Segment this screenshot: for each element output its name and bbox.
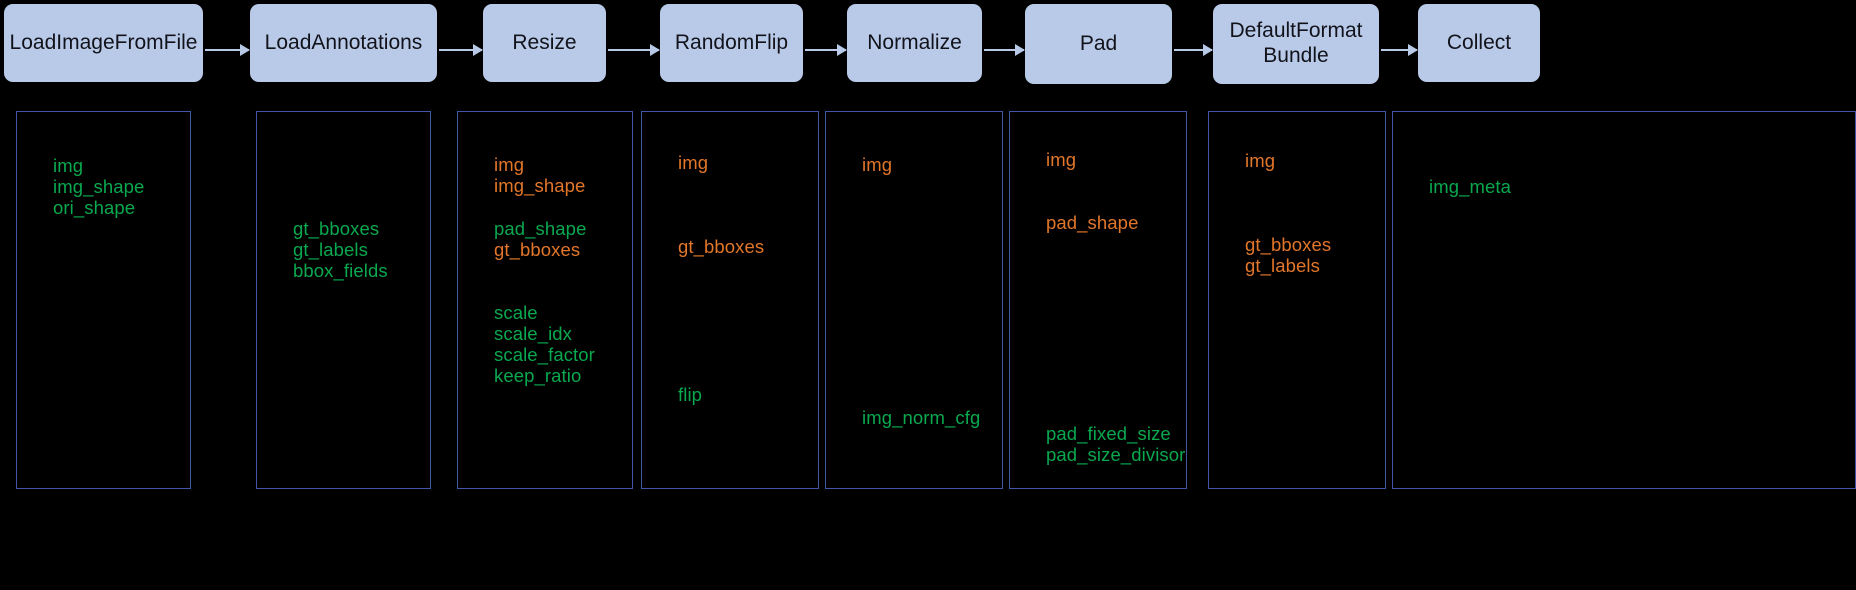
arrow-load-image-from-file-to-load-annotations bbox=[205, 44, 250, 56]
key-item: bbox_fields bbox=[293, 260, 388, 281]
key-item: img bbox=[53, 155, 84, 176]
arrow-pad-to-default-format-bundle bbox=[1174, 44, 1213, 56]
col-normalize: img img_norm_cfg bbox=[825, 111, 1003, 489]
key-item: scale_factor bbox=[494, 344, 595, 365]
stage-box-normalize[interactable]: Normalize bbox=[847, 4, 982, 82]
key-item: img_shape bbox=[53, 176, 145, 197]
key-item: pad_shape bbox=[1046, 212, 1139, 233]
key-item: scale bbox=[494, 302, 538, 323]
stage-box-load-image-from-file[interactable]: LoadImageFromFile bbox=[4, 4, 203, 82]
key-item: gt_bboxes bbox=[293, 218, 380, 239]
key-item: ori_shape bbox=[53, 197, 136, 218]
key-item: gt_labels bbox=[293, 239, 368, 260]
key-item: gt_bboxes bbox=[494, 239, 581, 260]
col-collect: img_meta bbox=[1392, 111, 1856, 489]
key-item: img bbox=[862, 154, 893, 175]
key-item: gt_bboxes bbox=[1245, 234, 1332, 255]
arrow-default-format-bundle-to-collect bbox=[1381, 44, 1418, 56]
stage-box-pad[interactable]: Pad bbox=[1025, 4, 1172, 84]
key-item: keep_ratio bbox=[494, 365, 582, 386]
stage-box-default-format-bundle[interactable]: DefaultFormat Bundle bbox=[1213, 4, 1379, 84]
key-item: img bbox=[678, 152, 709, 173]
stage-row: LoadImageFromFile LoadAnnotations Resize Ra… bbox=[0, 0, 1856, 100]
key-item: pad_fixed_size bbox=[1046, 423, 1171, 444]
stage-label: LoadAnnotations bbox=[264, 30, 423, 54]
key-item: gt_labels bbox=[1245, 255, 1320, 276]
key-item: img_meta bbox=[1429, 176, 1512, 197]
arrow-normalize-to-pad bbox=[984, 44, 1025, 56]
stage-label: Collect bbox=[1446, 30, 1512, 54]
key-item: img bbox=[1245, 150, 1276, 171]
stage-label: Pad bbox=[1079, 31, 1118, 55]
key-item: gt_bboxes bbox=[678, 236, 765, 257]
arrow-random-flip-to-normalize bbox=[805, 44, 847, 56]
key-list: img_meta bbox=[1393, 112, 1855, 488]
stage-box-resize[interactable]: Resize bbox=[483, 4, 606, 82]
key-list: img img_norm_cfg bbox=[826, 112, 1002, 488]
arrow-resize-to-random-flip bbox=[608, 44, 660, 56]
stage-box-random-flip[interactable]: RandomFlip bbox=[660, 4, 803, 82]
stage-box-collect[interactable]: Collect bbox=[1418, 4, 1540, 82]
key-item: pad_shape bbox=[494, 218, 587, 239]
key-item: scale_idx bbox=[494, 323, 573, 344]
stage-label: Normalize bbox=[867, 30, 962, 54]
stage-label: LoadImageFromFile bbox=[9, 30, 198, 54]
key-item: pad_size_divisor bbox=[1046, 444, 1186, 465]
stage-box-load-annotations[interactable]: LoadAnnotations bbox=[250, 4, 437, 82]
key-item: img_norm_cfg bbox=[862, 407, 981, 428]
key-item: flip bbox=[678, 384, 703, 405]
stage-label: Resize bbox=[512, 30, 577, 54]
key-item: img bbox=[494, 154, 525, 175]
stage-label: RandomFlip bbox=[674, 30, 789, 54]
arrow-load-annotations-to-resize bbox=[439, 44, 483, 56]
stage-label: DefaultFormat Bundle bbox=[1229, 19, 1363, 67]
key-item: img bbox=[1046, 149, 1077, 170]
key-item: img_shape bbox=[494, 175, 586, 196]
